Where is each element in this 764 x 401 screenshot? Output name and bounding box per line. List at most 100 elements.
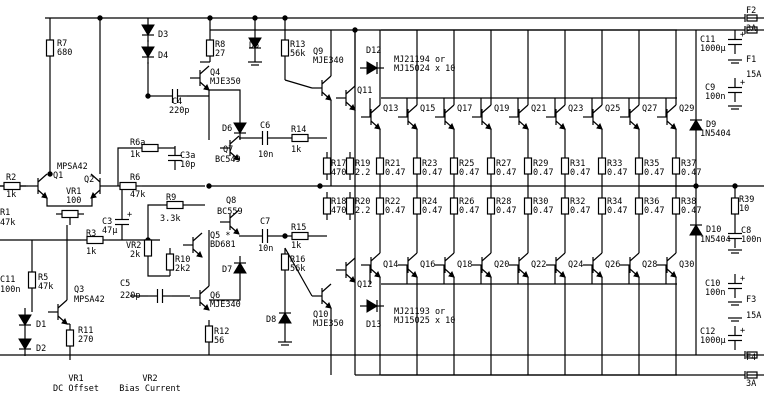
label-c10: C10	[705, 279, 720, 289]
value-r37: 0.47	[681, 168, 701, 178]
label-q24: Q24	[568, 260, 583, 270]
transistor-q9	[312, 75, 332, 101]
resistor-body	[141, 143, 159, 153]
resistor-body	[449, 197, 459, 215]
emitter-arrow	[41, 191, 48, 199]
value-r8: 27	[215, 49, 225, 59]
value-r27: 0.47	[496, 168, 516, 178]
ground-symbol	[728, 249, 742, 254]
value-c12: 1000µ	[700, 336, 726, 346]
label-c3: C3	[102, 217, 112, 227]
value-r16: 56k	[290, 264, 305, 274]
fuse-f2	[746, 14, 758, 22]
collector	[192, 232, 203, 242]
resistor-R30	[523, 192, 533, 220]
transistor-Q17	[435, 104, 455, 130]
label-q1: Q1	[53, 171, 63, 181]
ground-symbol	[728, 105, 742, 110]
value-r13: 56k	[290, 49, 305, 59]
emitter-arrow	[448, 270, 455, 278]
value-r31: 0.47	[570, 168, 590, 178]
label-r37: R37	[681, 159, 696, 169]
capacitor-c8	[728, 224, 742, 248]
emitter-arrow	[349, 103, 356, 111]
label-q7: Q7	[223, 145, 233, 155]
value-q8: BC559	[217, 207, 243, 217]
collector	[407, 252, 418, 262]
label-q21: Q21	[531, 104, 546, 114]
value-q4: MJE350	[210, 77, 241, 87]
resistor-body	[65, 329, 75, 347]
resistor-r8	[205, 34, 215, 62]
value-q10: MJE350	[313, 319, 344, 329]
label-r33: R33	[607, 159, 622, 169]
resistor-body	[597, 157, 607, 175]
diode-triangle	[18, 314, 32, 326]
resistor-R28	[486, 192, 496, 220]
fuse-f3	[746, 351, 758, 359]
resistor-body	[375, 157, 385, 175]
diode-d3	[141, 18, 155, 42]
emitter-arrow	[349, 275, 356, 283]
label-d4: D4	[158, 51, 168, 61]
label-c5: C5	[120, 279, 130, 289]
caption-vr2-sub: Bias Current	[119, 384, 180, 394]
collector	[370, 104, 381, 114]
polarity-mark: +	[740, 274, 745, 284]
resistor-r11	[65, 324, 75, 352]
value-r12: 56	[214, 336, 224, 346]
capacitor-c11: +	[728, 30, 745, 54]
junction-dot	[282, 15, 288, 21]
value-r34: 0.47	[607, 206, 627, 216]
emitter-arrow	[233, 153, 240, 161]
capacitor-c12: +	[728, 326, 745, 350]
wire	[284, 79, 313, 89]
collector	[370, 252, 381, 262]
value-c9: 100n	[705, 92, 725, 102]
label-r14: R14	[291, 125, 306, 135]
label-r22: R22	[385, 197, 400, 207]
label-d13: D13	[366, 320, 381, 330]
label-r21: R21	[385, 159, 400, 169]
caption-vr1-title: VR1	[68, 374, 83, 384]
resistor-R34	[597, 192, 607, 220]
transistor-Q16	[398, 252, 418, 278]
label-r9: R9	[166, 193, 176, 203]
resistor-body	[143, 239, 153, 257]
ground-symbol	[728, 59, 742, 64]
value-r28: 0.47	[496, 206, 516, 216]
label-r23: R23	[422, 159, 437, 169]
resistor-body	[280, 253, 290, 271]
value-r30: 0.47	[533, 206, 553, 216]
fuse-f4	[746, 371, 758, 379]
transistor-Q24	[546, 252, 566, 278]
diode-d1	[18, 308, 32, 332]
resistor-r20	[345, 192, 355, 220]
label-r28: R28	[496, 197, 511, 207]
emitter-arrow	[203, 303, 210, 311]
resistor-body	[412, 157, 422, 175]
resistor-body	[345, 157, 355, 175]
transistor-Q13	[361, 104, 381, 130]
value-r25: 0.47	[459, 168, 479, 178]
wire	[284, 247, 313, 297]
resistor-body	[3, 181, 21, 191]
transistor-q7	[220, 135, 240, 161]
label-d6: D6	[222, 124, 232, 134]
capacitor-c3a	[168, 146, 182, 170]
emitter-arrow	[325, 301, 332, 309]
resistor-R29	[523, 152, 533, 180]
value-c8: 100n	[741, 235, 761, 245]
resistor-body	[166, 200, 184, 210]
resistor-body	[45, 39, 55, 57]
resistor-body	[345, 197, 355, 215]
label-q27: Q27	[642, 104, 657, 114]
value-vr1: 100	[66, 196, 81, 206]
value-r6: 47k	[130, 190, 145, 200]
resistor-body	[291, 133, 309, 143]
label-r7: R7	[57, 39, 67, 49]
resistor-body	[280, 39, 290, 57]
value-r35: 0.47	[644, 168, 664, 178]
resistor-R35	[634, 152, 644, 180]
value-r14: 1k	[291, 145, 301, 155]
